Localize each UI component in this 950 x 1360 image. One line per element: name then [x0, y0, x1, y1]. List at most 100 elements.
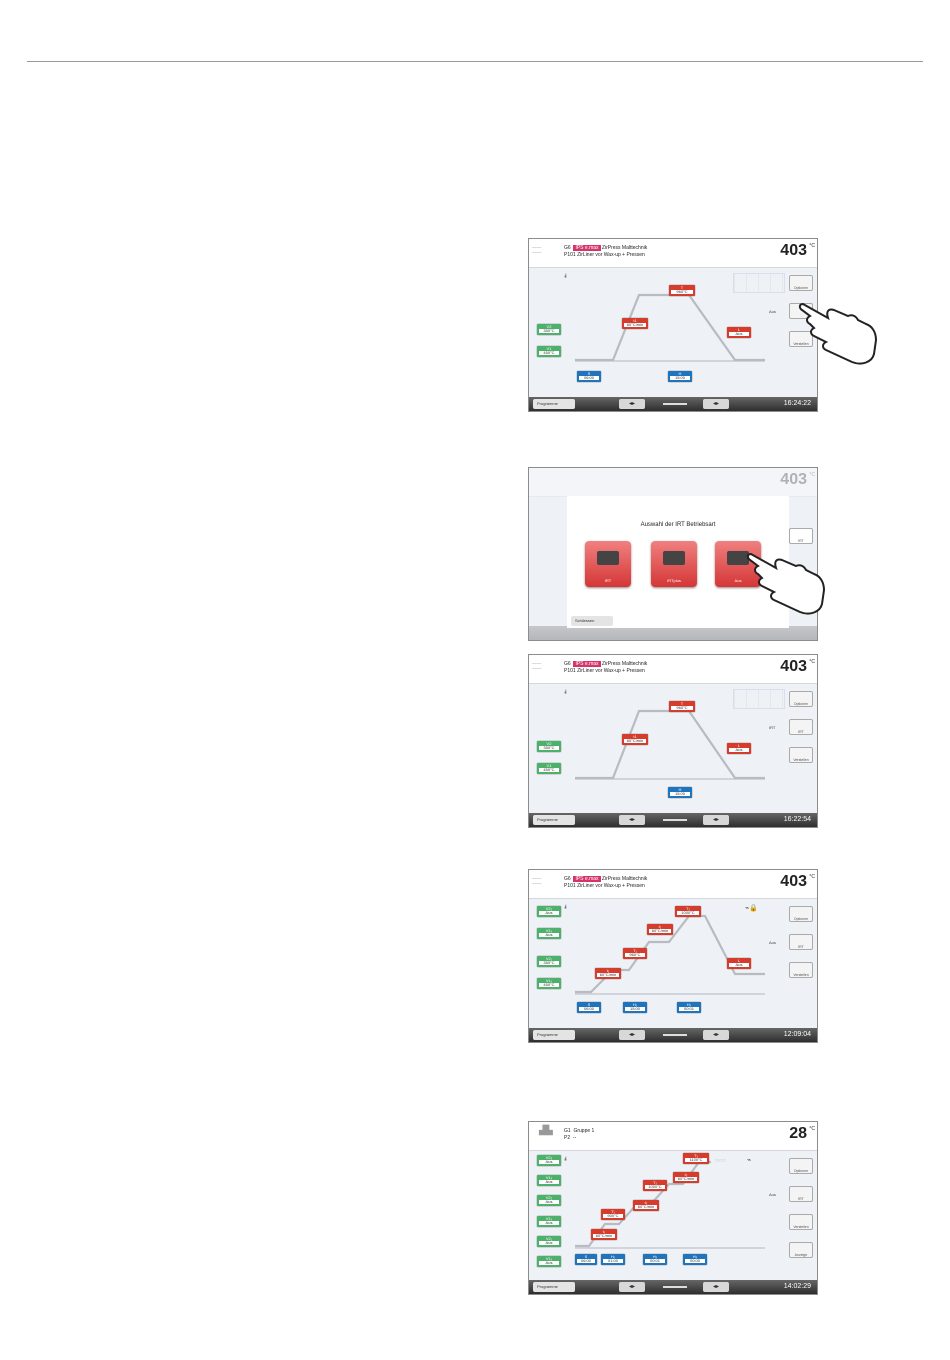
irt-button[interactable]: IRT: [789, 719, 813, 735]
programs-button[interactable]: Programme: [533, 1282, 575, 1292]
adjust-button[interactable]: Verstellen: [789, 331, 813, 347]
brand-tag: IPS e.max: [573, 245, 601, 251]
options-button[interactable]: Optionen: [789, 691, 813, 707]
group-title: ZirPress Malttechnik: [601, 876, 648, 882]
screenshot-3: ~~~~~~~~ G6 IPS e.max ZirPress Malttechn…: [528, 654, 818, 828]
irt-state: Aus: [769, 940, 776, 945]
options-button[interactable]: Optionen: [789, 275, 813, 291]
adjust-button[interactable]: Verstellen: [789, 1214, 813, 1230]
display-button[interactable]: Anzeige: [789, 1242, 813, 1258]
clock: 14:02:29: [783, 1283, 811, 1290]
programs-button[interactable]: Programme: [533, 399, 575, 409]
irt-icon: [597, 551, 619, 565]
thermometer-icon: 🌡: [563, 904, 569, 909]
adjust-button[interactable]: Verstellen: [789, 747, 813, 763]
next-arrow-icon[interactable]: ◂▸: [703, 1030, 729, 1040]
program-name: --: [572, 1135, 577, 1141]
irt-off-icon: [727, 551, 749, 565]
status-grid: [733, 689, 785, 709]
programs-button[interactable]: Programme: [533, 1030, 575, 1040]
next-arrow-icon[interactable]: ◂▸: [703, 1282, 729, 1292]
next-arrow-icon[interactable]: ◂▸: [703, 815, 729, 825]
adjust-button[interactable]: Verstellen: [789, 962, 813, 978]
programs-button[interactable]: Programme: [533, 815, 575, 825]
prev-arrow-icon[interactable]: ◂▸: [619, 399, 645, 409]
program-number: P101: [564, 668, 576, 674]
clock: 16:22:54: [783, 816, 811, 823]
close-button[interactable]: Schliessen: [571, 616, 613, 626]
irt-button[interactable]: IRT: [789, 934, 813, 950]
options-button[interactable]: Optionen: [789, 1158, 813, 1174]
header: ~~~~~~~~ G6 IPS e.max ZirPress Malttechn…: [529, 655, 817, 684]
brand-logo: ~~~~~~~~: [532, 876, 542, 886]
status-grid: [733, 273, 785, 293]
program-name: ZirLiner vor Wax-up + Pressen: [577, 252, 645, 258]
slider[interactable]: [663, 1286, 687, 1288]
program-number: P101: [564, 252, 576, 258]
header: ~~~~~~~~ G6 IPS e.max ZirPress Malttechn…: [529, 870, 817, 899]
irt-mode-dialog: Auswahl der IRT Betriebsart IRT IRTplus …: [567, 496, 789, 628]
pointing-hand-icon: [798, 302, 878, 365]
irt-side-button[interactable]: IRT: [789, 528, 813, 544]
options-button[interactable]: Optionen: [789, 906, 813, 922]
irt-button[interactable]: IRT: [789, 1186, 813, 1202]
firing-curve: [575, 1160, 765, 1249]
next-arrow-icon[interactable]: ◂▸: [703, 399, 729, 409]
slider[interactable]: [663, 819, 687, 821]
prev-arrow-icon[interactable]: ◂▸: [619, 1030, 645, 1040]
prev-arrow-icon[interactable]: ◂▸: [619, 1282, 645, 1292]
temperature-unit: °C: [809, 243, 815, 249]
irt-mode-button[interactable]: IRT: [585, 541, 631, 587]
screenshot-4: ~~~~~~~~ G6 IPS e.max ZirPress Malttechn…: [528, 869, 818, 1043]
irtplus-mode-button[interactable]: IRTplus: [651, 541, 697, 587]
temperature: 403: [780, 873, 807, 890]
prev-arrow-icon[interactable]: ◂▸: [619, 815, 645, 825]
irt-off-button[interactable]: Aus: [715, 541, 761, 587]
slider[interactable]: [663, 403, 687, 405]
slider[interactable]: [663, 1034, 687, 1036]
brand-tag: IPS e.max: [573, 876, 601, 882]
